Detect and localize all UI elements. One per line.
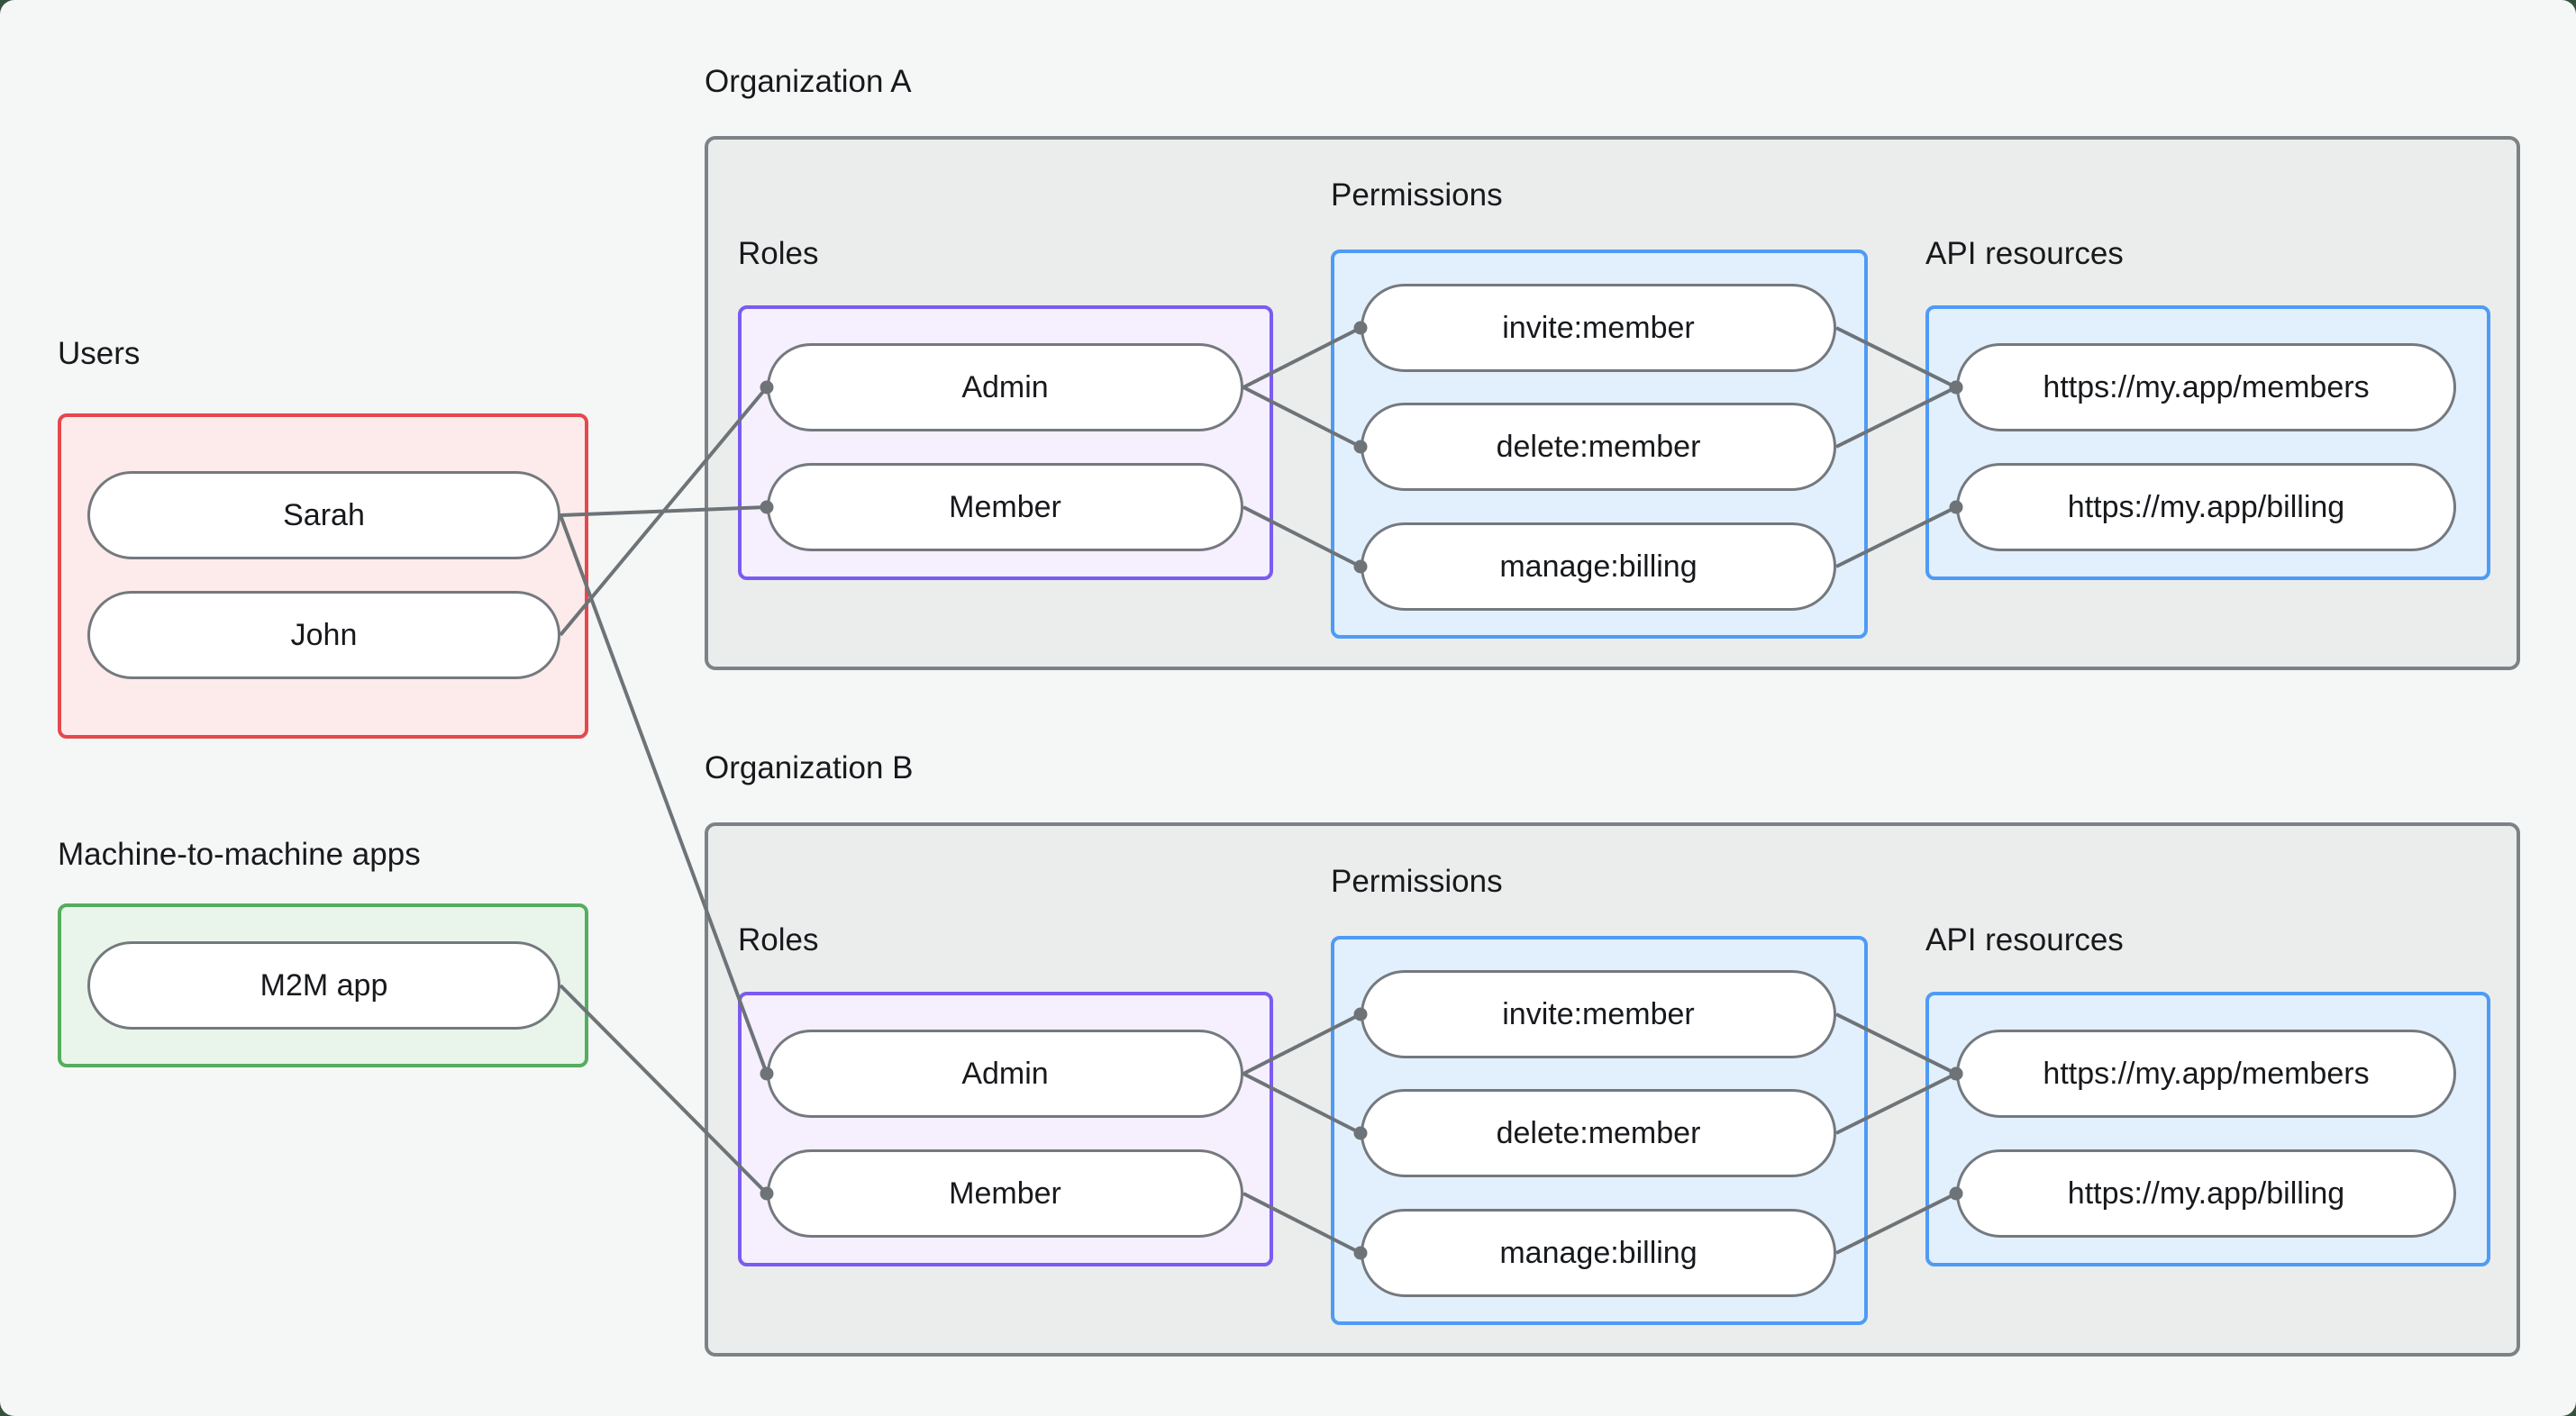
org-a-title: Organization A [705, 64, 912, 99]
node-org-b-api-billing: https://my.app/billing [1956, 1149, 2456, 1238]
node-org-a-api-billing: https://my.app/billing [1956, 463, 2456, 551]
org-a-roles-label: Roles [738, 236, 819, 271]
node-org-a-permission-manage: manage:billing [1361, 522, 1836, 611]
node-org-b-permission-invite: invite:member [1361, 970, 1836, 1058]
org-b-roles-label: Roles [738, 922, 819, 958]
node-org-b-role-admin: Admin [767, 1030, 1243, 1118]
org-a-permissions-label: Permissions [1331, 177, 1503, 213]
node-org-a-permission-delete: delete:member [1361, 403, 1836, 491]
users-group-box [58, 413, 588, 739]
org-b-title: Organization B [705, 750, 914, 785]
node-org-a-permission-invite: invite:member [1361, 284, 1836, 372]
node-org-a-api-members: https://my.app/members [1956, 343, 2456, 431]
node-org-b-permission-manage: manage:billing [1361, 1209, 1836, 1297]
node-user-john: John [87, 591, 560, 679]
m2m-group-label: Machine-to-machine apps [58, 837, 421, 872]
node-org-b-permission-delete: delete:member [1361, 1089, 1836, 1177]
node-org-b-api-members: https://my.app/members [1956, 1030, 2456, 1118]
node-org-a-role-admin: Admin [767, 343, 1243, 431]
users-group-label: Users [58, 336, 141, 371]
node-org-a-role-member: Member [767, 463, 1243, 551]
node-org-b-role-member: Member [767, 1149, 1243, 1238]
org-a-api-resources-label: API resources [1925, 236, 2124, 271]
node-user-sarah: Sarah [87, 471, 560, 559]
node-m2m-app: M2M app [87, 941, 560, 1030]
org-b-permissions-label: Permissions [1331, 864, 1503, 899]
org-b-api-resources-label: API resources [1925, 922, 2124, 958]
